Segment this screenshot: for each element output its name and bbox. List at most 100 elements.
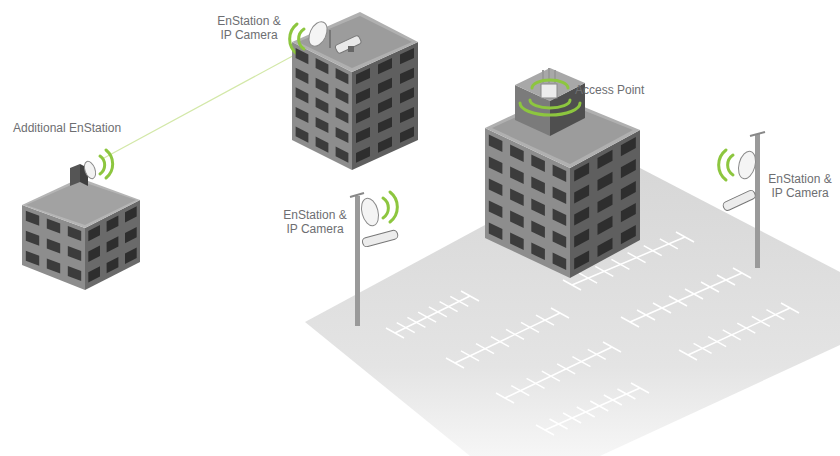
central-building <box>485 68 640 278</box>
parking-stall <box>446 358 464 368</box>
parking-stall <box>506 329 524 339</box>
window <box>553 209 567 226</box>
window <box>356 88 370 104</box>
window <box>621 225 636 244</box>
signal-arc <box>383 198 388 218</box>
window <box>574 251 589 270</box>
window <box>400 127 414 143</box>
enstation-dish <box>359 196 382 227</box>
window <box>107 216 119 232</box>
parking-stall <box>669 296 687 306</box>
window <box>296 68 309 84</box>
parking-stall <box>595 266 613 276</box>
parking-stall <box>644 246 662 256</box>
signal-arc <box>100 156 105 174</box>
window <box>356 147 370 163</box>
parking-stall <box>521 322 539 332</box>
window <box>510 145 524 162</box>
roof-chimney <box>70 164 80 186</box>
window <box>316 137 329 153</box>
window <box>621 181 636 200</box>
parking-stall <box>461 351 479 361</box>
window <box>553 165 567 182</box>
window <box>68 266 81 281</box>
window <box>489 135 503 152</box>
window <box>47 218 60 233</box>
building-roof <box>22 178 140 228</box>
window <box>296 107 309 123</box>
dish-mount <box>329 30 331 48</box>
pole <box>755 134 760 268</box>
window <box>47 238 60 253</box>
building-roof <box>26 181 136 225</box>
signal-arc <box>299 29 304 49</box>
parking-stall <box>701 282 719 292</box>
window <box>26 211 39 226</box>
parking-stall <box>717 275 735 285</box>
parking-stall <box>603 342 621 352</box>
window <box>400 107 414 123</box>
window <box>553 253 567 270</box>
window <box>510 167 524 184</box>
window <box>574 207 589 226</box>
window <box>125 227 137 243</box>
parking-stall <box>397 323 415 333</box>
window <box>510 211 524 228</box>
window <box>553 187 567 204</box>
parking-stall <box>637 310 655 320</box>
pole-top <box>750 132 765 136</box>
left-building <box>22 160 140 290</box>
parking-stall <box>752 316 770 326</box>
device-label: EnStation & IP Camera <box>764 172 836 200</box>
window <box>378 137 392 153</box>
window <box>107 257 119 273</box>
window <box>598 238 613 257</box>
pole-top <box>350 193 364 197</box>
window <box>88 246 100 262</box>
window <box>378 117 392 133</box>
window <box>336 88 349 104</box>
window <box>107 236 119 252</box>
parking-stall <box>631 383 649 393</box>
ip-camera <box>722 189 757 212</box>
signal-arc <box>520 103 580 115</box>
window <box>574 229 589 248</box>
window <box>400 68 414 84</box>
parking-stall <box>685 289 703 299</box>
signal-waves <box>100 24 733 222</box>
parking-stall <box>491 337 509 347</box>
parking-stall <box>737 323 755 333</box>
enstation-dish <box>82 160 98 180</box>
parking-stall <box>733 268 751 278</box>
right-pole <box>722 132 765 268</box>
parking-stall <box>708 337 726 347</box>
parking-stall <box>676 232 694 242</box>
parking-stall <box>577 407 595 417</box>
window <box>26 231 39 246</box>
parking-line <box>545 388 640 430</box>
signal-arc <box>728 155 733 175</box>
window <box>336 68 349 84</box>
device-label: Additional EnStation <box>13 121 121 135</box>
top-building <box>292 12 418 170</box>
window <box>47 258 60 273</box>
signal-arc <box>106 150 113 178</box>
window <box>125 206 137 222</box>
parking-stall <box>628 253 646 263</box>
parking-stall <box>527 378 545 388</box>
building-roof <box>292 12 418 72</box>
window <box>598 216 613 235</box>
window <box>510 189 524 206</box>
window <box>356 127 370 143</box>
window <box>489 201 503 218</box>
window <box>531 177 545 194</box>
parking-stall <box>557 364 575 374</box>
parking-stall <box>450 296 468 306</box>
window <box>400 48 414 64</box>
device-label: Access Point <box>575 83 644 97</box>
roof-tower <box>515 68 585 101</box>
window <box>378 78 392 94</box>
parking-line <box>688 308 790 355</box>
